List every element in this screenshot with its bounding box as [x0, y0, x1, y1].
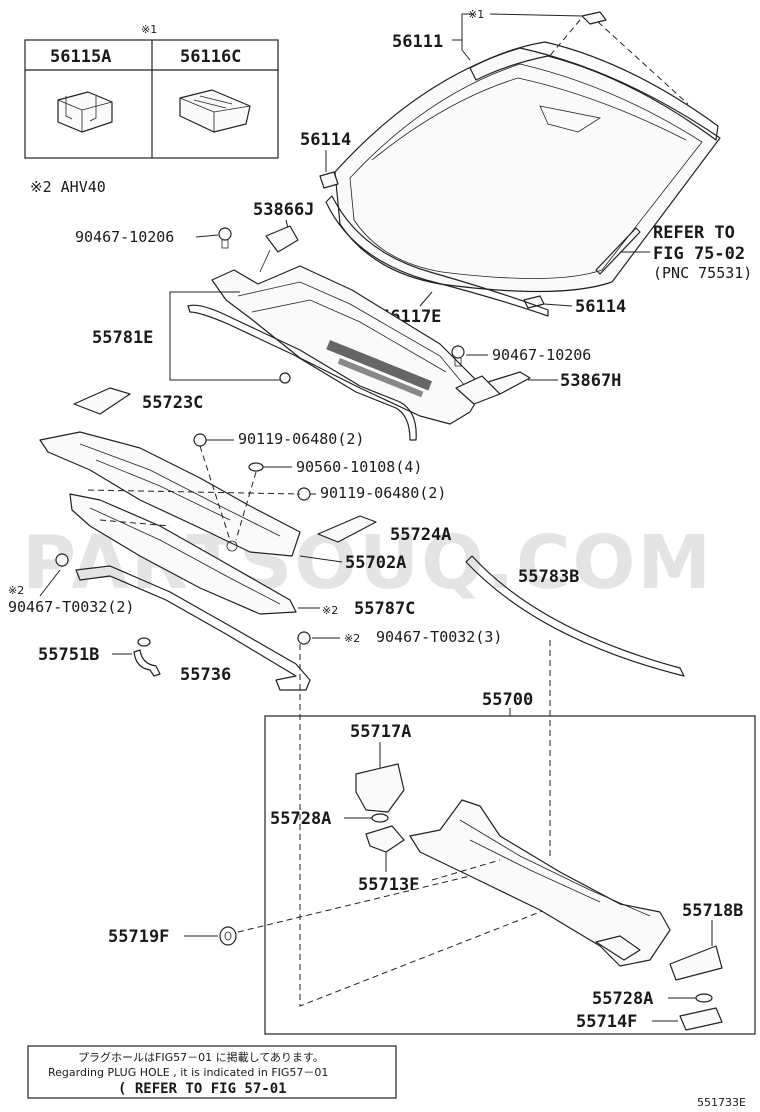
diagram-id: 551733E: [697, 1096, 746, 1109]
note-en: Regarding PLUG HOLE , it is indicated in…: [48, 1066, 328, 1079]
bracket-55717a: [355, 763, 405, 813]
seal-55781e: [187, 304, 417, 441]
label-90467-t0032-left: 90467-T0032(2): [8, 598, 134, 616]
label-55724a: 55724A: [390, 525, 451, 545]
bracket-55718b: [669, 945, 723, 981]
cowl-panel-55702a: [39, 431, 301, 557]
label-55728a-top: 55728A: [270, 809, 331, 829]
label-refer-fig: FIG 75-02: [653, 244, 745, 264]
label-55700: 55700: [482, 690, 533, 710]
weatherstrip-55783b: [465, 555, 685, 677]
label-55718b: 55718B: [682, 901, 743, 921]
label-90467-t-right-mark: ※2: [344, 632, 360, 645]
bolt-90467-mid-icon: [451, 345, 465, 367]
cowl-main-55700: [409, 799, 671, 967]
label-55719f: 55719F: [108, 927, 169, 947]
label-55728a-bottom: 55728A: [592, 989, 653, 1009]
clip-90467-t-right-icon: [297, 631, 311, 645]
label-56111: 56111: [392, 32, 443, 52]
weatherstrip-56117e: [325, 195, 549, 317]
bracket-55713f: [365, 825, 405, 853]
label-90467-t0032-right: 90467-T0032(3): [376, 628, 502, 646]
label-55781e: 55781E: [92, 328, 153, 348]
label-mark2-left: ※2: [8, 584, 24, 597]
label-refer-to: REFER TO: [653, 223, 735, 243]
label-55787c-mark: ※2: [322, 604, 338, 617]
label-56111-mark: ※1: [468, 8, 484, 21]
label-55717a: 55717A: [350, 722, 411, 742]
inset-box: ※1 56115A 56116C: [24, 23, 279, 159]
label-55787c: 55787C: [354, 599, 415, 619]
washer-90560-icon: [248, 462, 264, 472]
label-55751b: 55751B: [38, 645, 99, 665]
seal-55728a-top-icon: [371, 813, 389, 823]
bolt-90467-top-icon: [218, 227, 232, 249]
hose-55751b-icon: [133, 637, 161, 677]
label-90467-10206-mid: 90467-10206: [492, 346, 591, 364]
clip-56115a-icon: [57, 91, 113, 133]
clip-55781e-icon: [279, 372, 291, 384]
note-refer: ( REFER TO FIG 57-01: [118, 1081, 287, 1097]
inset-part-2: 56116C: [180, 47, 241, 67]
footnote-ahv40: ※2 AHV40: [30, 178, 106, 196]
clip-56116c-icon: [179, 89, 251, 133]
note-jp: プラグホールはFIG57－01 に掲載してあります。: [78, 1050, 324, 1064]
label-56114-top: 56114: [300, 130, 351, 150]
bolt-90119-a-icon: [193, 433, 207, 447]
label-55783b: 55783B: [518, 567, 579, 587]
label-55713f: 55713F: [358, 875, 419, 895]
label-53866j: 53866J: [253, 200, 314, 220]
label-90467-10206-top: 90467-10206: [75, 228, 174, 246]
clip-90467-t-left-icon: [55, 553, 69, 567]
inset-part-1: 56115A: [50, 47, 111, 67]
bracket-55724a: [317, 515, 377, 543]
label-56114-bottom: 56114: [575, 297, 626, 317]
seal-55728a-bottom-icon: [695, 993, 713, 1003]
label-53867h: 53867H: [560, 371, 621, 391]
label-55714f: 55714F: [576, 1012, 637, 1032]
inset-marker: ※1: [141, 23, 157, 36]
label-55702a: 55702A: [345, 553, 406, 573]
seal-55736: [75, 565, 311, 691]
label-90119-06480-b: 90119-06480(2): [320, 484, 446, 502]
label-90560: 90560-10108(4): [296, 458, 422, 476]
bracket-53867h: [487, 371, 531, 395]
bracket-55723c: [73, 387, 131, 415]
subassembly-box: [264, 715, 756, 1035]
cowl-lower-55787c: [69, 493, 297, 615]
label-55736: 55736: [180, 665, 231, 685]
label-55723c: 55723C: [142, 393, 203, 413]
label-90119-06480-a: 90119-06480(2): [238, 430, 364, 448]
windshield-glass: [319, 11, 721, 309]
grommet-55719f-icon: [219, 926, 237, 946]
label-refer-pnc: (PNC 75531): [653, 264, 752, 282]
bracket-55714f: [679, 1007, 723, 1031]
note-box: プラグホールはFIG57－01 に掲載してあります。 Regarding PLU…: [27, 1045, 397, 1099]
